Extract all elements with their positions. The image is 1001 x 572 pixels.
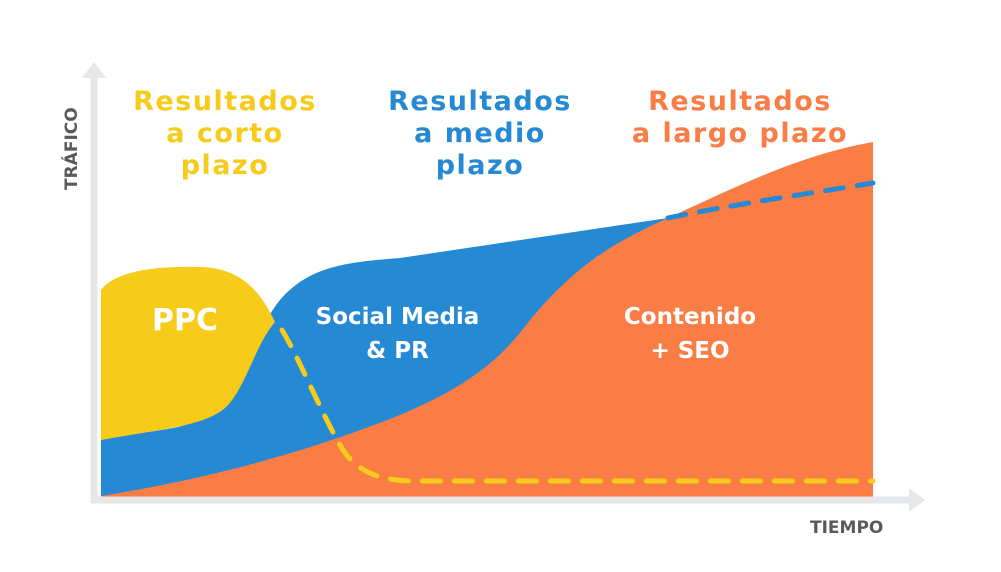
area-label-line: + SEO (650, 338, 730, 364)
x-axis-arrow-icon (909, 488, 925, 512)
area-label-line: Contenido (623, 304, 757, 330)
ppc-dashed-line (279, 327, 876, 484)
social-media-label: Social Media & PR (300, 300, 495, 368)
area-label-line: Social Media (315, 304, 480, 330)
heading-line: a medio (414, 118, 546, 149)
social-dashed-line (665, 180, 876, 221)
heading-short-term: Resultados a corto plazo (125, 86, 325, 182)
content-seo-label: Contenido + SEO (605, 300, 775, 368)
heading-line: a corto (166, 118, 284, 149)
ppc-area (101, 266, 275, 440)
y-axis-arrow-icon (82, 62, 106, 78)
heading-line: a largo plazo (631, 118, 849, 149)
area-label-line: & PR (366, 338, 429, 364)
y-axis-label: TRÁFICO (62, 107, 82, 190)
heading-line: Resultados (133, 86, 317, 117)
heading-line: plazo (180, 150, 270, 181)
content-seo-area (101, 142, 873, 497)
heading-medium-term: Resultados a medio plazo (380, 86, 580, 182)
heading-long-term: Resultados a largo plazo (620, 86, 860, 150)
ppc-label: PPC (152, 303, 218, 338)
heading-line: Resultados (648, 86, 832, 117)
heading-line: Resultados (388, 86, 572, 117)
heading-line: plazo (435, 150, 525, 181)
x-axis-label: TIEMPO (810, 518, 884, 538)
